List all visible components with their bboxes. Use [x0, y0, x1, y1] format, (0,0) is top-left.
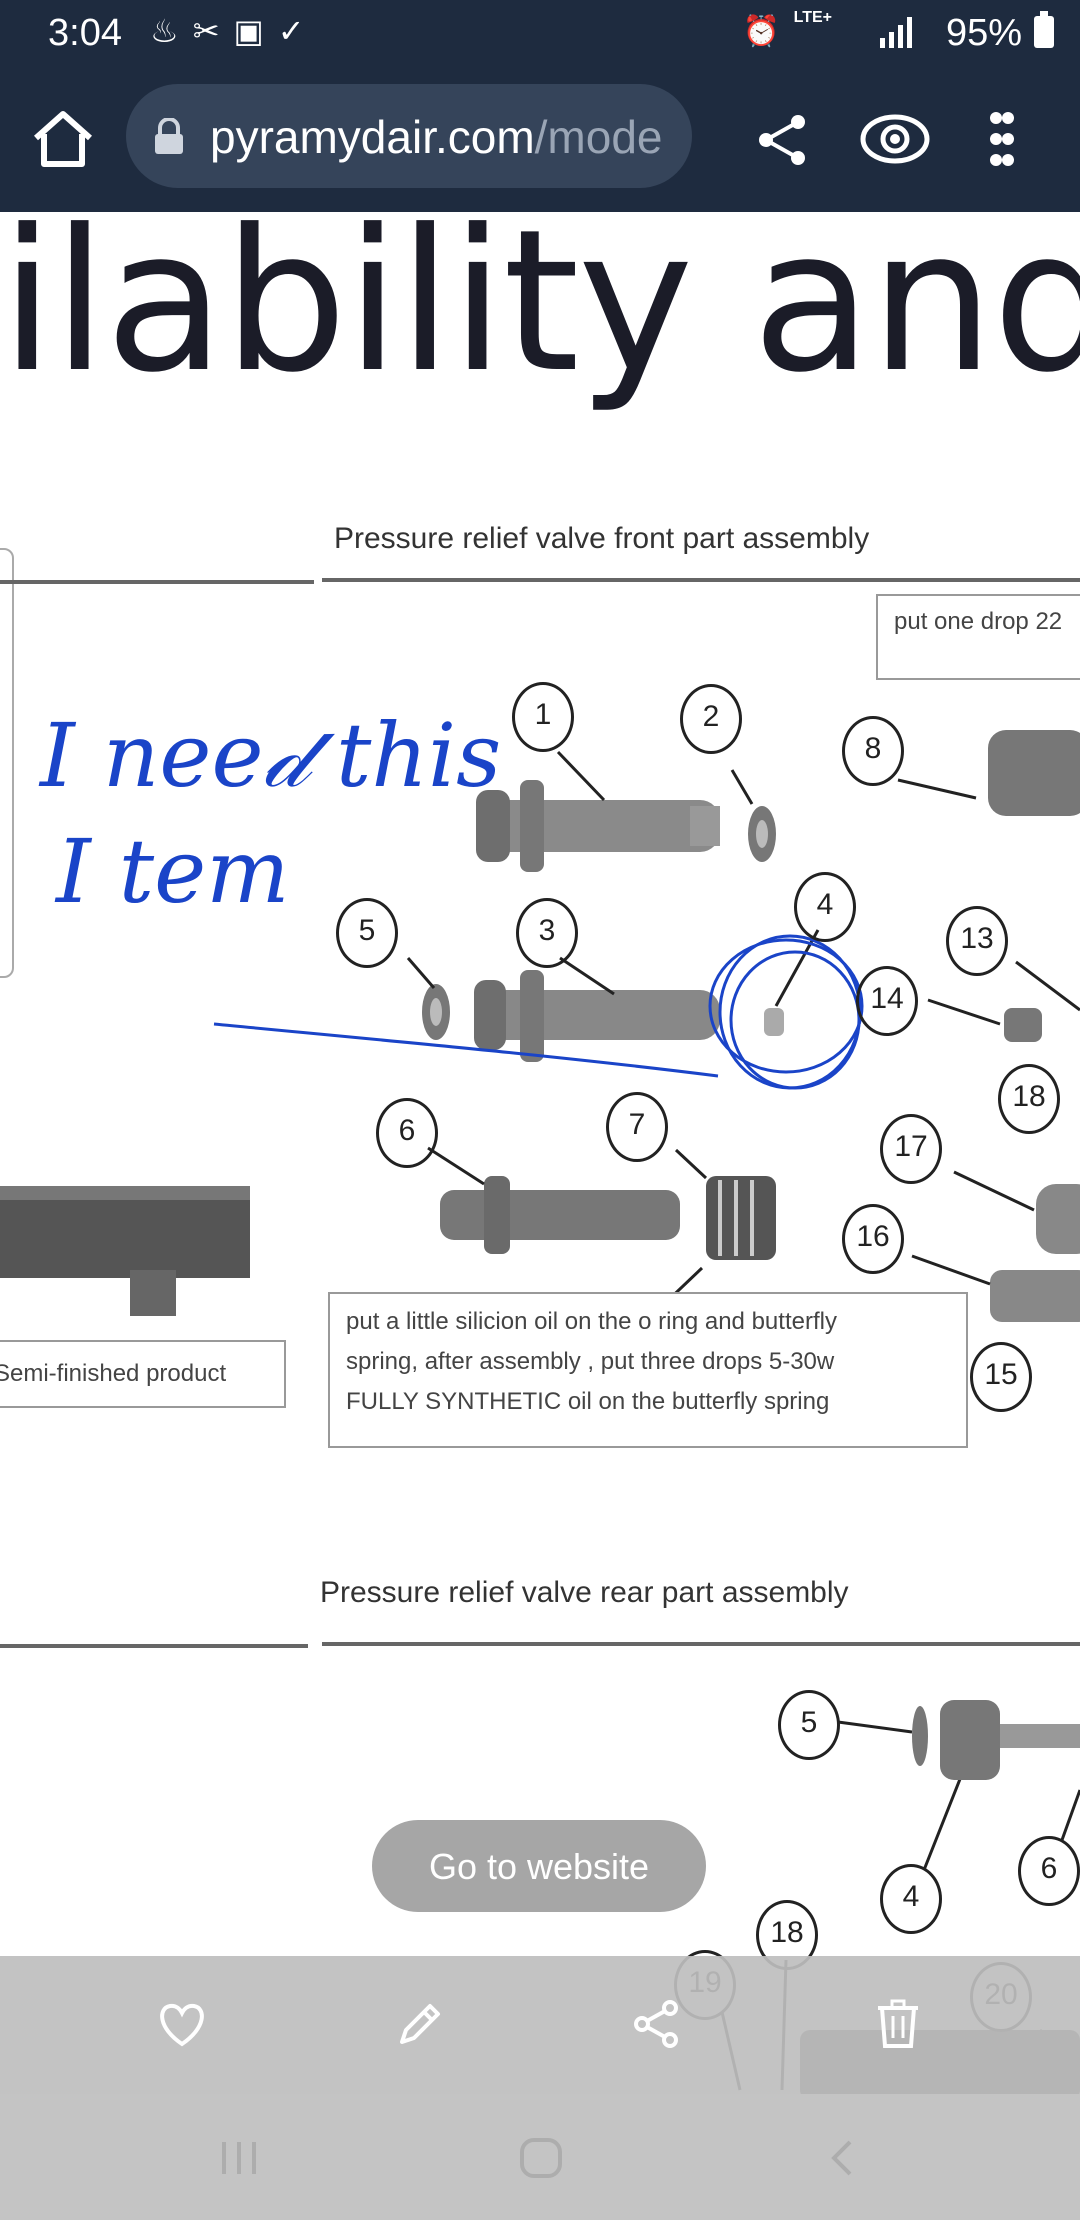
callout-5: 5 [336, 898, 398, 968]
go-to-website-button[interactable]: Go to website [372, 1820, 706, 1912]
section-rule-right [322, 578, 1080, 582]
callout-14: 14 [856, 966, 918, 1036]
browser-toolbar: pyramydair.com/mode [0, 66, 1080, 212]
part-3-shaft [474, 970, 720, 1062]
network-type: LTE+ [793, 9, 832, 26]
part-2-ring [748, 806, 776, 862]
menu-icon[interactable] [982, 106, 1022, 172]
share-icon[interactable] [754, 112, 810, 168]
home-icon[interactable] [30, 106, 96, 172]
rear-callout-6: 6 [1018, 1836, 1080, 1906]
rear-rule-right [322, 1642, 1080, 1646]
address-bar[interactable]: pyramydair.com/mode [126, 84, 692, 188]
callout-1: 1 [512, 682, 574, 752]
callout-7: 7 [606, 1092, 668, 1162]
url-path: /mode [534, 111, 663, 163]
rear-part-4 [940, 1700, 1080, 1780]
semi-finished-label: Semi-finished product [0, 1340, 286, 1408]
url-text: pyramydair.com/mode [210, 110, 663, 164]
eye-icon[interactable] [858, 106, 932, 172]
callout-16: 16 [842, 1204, 904, 1274]
note-oil-line-3: FULLY SYNTHETIC oil on the butterfly spr… [346, 1388, 830, 1415]
callout-18: 18 [998, 1064, 1060, 1134]
page-heading-fragment: ilability and [0, 188, 1080, 416]
side-panel-edge [0, 548, 14, 978]
part-6-shaft [440, 1176, 680, 1254]
notification-icon: ♨ [150, 13, 193, 49]
status-time: 3:04 [48, 12, 122, 54]
callout-17: 17 [880, 1114, 942, 1184]
handwritten-note-line-1: I nee𝒹 this [40, 704, 502, 807]
missed-call-icon: ✂ [192, 13, 234, 49]
system-navigation-bar [0, 2094, 1080, 2220]
part-7-spring [706, 1176, 776, 1260]
handwritten-note-line-2: I tem [56, 820, 290, 923]
rear-callout-4: 4 [880, 1864, 942, 1934]
callout-8: 8 [842, 716, 904, 786]
callout-6: 6 [376, 1098, 438, 1168]
note-top: put one drop 22 [876, 594, 1080, 680]
part-17 [1036, 1184, 1080, 1254]
front-section-title: Pressure relief valve front part assembl… [334, 522, 870, 555]
part-5-ring [422, 984, 450, 1040]
note-oil-line-1: put a little silicion oil on the o ring … [346, 1308, 837, 1335]
callout-4: 4 [794, 872, 856, 942]
semi-finished-product [0, 1186, 250, 1316]
section-rule-left [0, 580, 314, 584]
callout-15: 15 [970, 1342, 1032, 1412]
check-icon: ✓ [277, 13, 319, 49]
callout-13: 13 [946, 906, 1008, 976]
part-1-shaft [476, 780, 720, 872]
alarm-icon: ⏰ [742, 15, 780, 48]
part-8 [988, 730, 1080, 816]
rear-rule-left [0, 1644, 308, 1648]
notification-icons: ♨✂▣✓ [150, 12, 319, 50]
share-icon[interactable] [628, 1996, 684, 2052]
rear-part-5 [912, 1706, 928, 1766]
part-16 [990, 1270, 1080, 1322]
signal-icon [880, 17, 912, 48]
status-bar: 3:04 ♨✂▣✓ ⏰ LTE+ 95% [0, 0, 1080, 66]
note-oil: put a little silicion oil on the o ring … [328, 1292, 968, 1448]
battery-level: 95% [945, 12, 1022, 54]
rear-callout-5: 5 [778, 1690, 840, 1760]
note-oil-line-2: spring, after assembly , put three drops… [346, 1348, 835, 1375]
heart-icon[interactable] [154, 1996, 210, 2052]
battery-icon [1034, 11, 1054, 48]
gallery-icon: ▣ [233, 13, 278, 49]
part-14-piece [1004, 1008, 1042, 1042]
rear-section-title: Pressure relief valve rear part assembly [320, 1576, 849, 1609]
callout-3: 3 [516, 898, 578, 968]
pencil-icon[interactable] [392, 1996, 448, 2052]
part-4-piece [764, 1008, 784, 1036]
image-viewer-toolbar [0, 1956, 1080, 2094]
callout-2: 2 [680, 684, 742, 754]
trash-icon[interactable] [870, 1996, 926, 2052]
recents-icon[interactable] [216, 2136, 262, 2180]
back-icon[interactable] [820, 2136, 866, 2180]
home-icon[interactable] [518, 2136, 564, 2180]
lock-icon [155, 118, 183, 154]
url-host: pyramydair.com [210, 111, 535, 163]
